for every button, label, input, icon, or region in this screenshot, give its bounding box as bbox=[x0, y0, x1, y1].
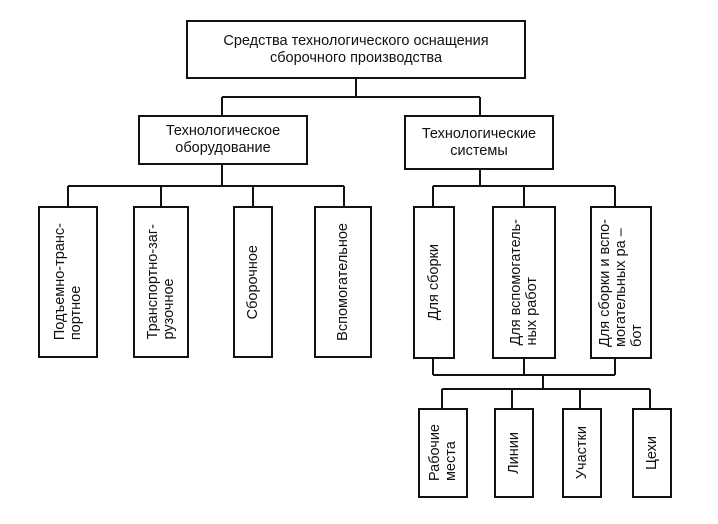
systems-box: Технологические системы bbox=[404, 115, 554, 170]
units-item-workplaces-line-1: Рабочие bbox=[427, 424, 443, 482]
units-item-sections-line-1: Участки bbox=[574, 426, 590, 480]
equipment-item-loading-line-2: рузочное bbox=[161, 278, 177, 340]
units-item-workshops: Цехи bbox=[632, 408, 672, 498]
root-line-2: сборочного производства bbox=[269, 49, 443, 66]
systems-item-auxiliary-works: Для вспомогатель- ных работ bbox=[492, 206, 556, 359]
equipment-item-lifting: Подъемно-транс- портное bbox=[38, 206, 98, 358]
equipment-item-auxiliary: Вспомогательное bbox=[314, 206, 372, 358]
systems-item-assembly-and-auxiliary-line-3: бот bbox=[629, 323, 645, 347]
root-box: Средства технологического оснащения сбор… bbox=[186, 20, 526, 79]
equipment-item-assembly-line-1: Сборочное bbox=[245, 244, 261, 320]
units-item-sections: Участки bbox=[562, 408, 602, 498]
equipment-item-loading: Транспортно-заг- рузочное bbox=[133, 206, 189, 358]
systems-item-auxiliary-works-line-1: Для вспомогатель- bbox=[508, 219, 524, 346]
systems-item-assembly-and-auxiliary-line-1: Для сборки и вспо- bbox=[597, 218, 613, 347]
equipment-item-lifting-line-2: портное bbox=[68, 286, 84, 341]
equipment-item-auxiliary-line-1: Вспомогательное bbox=[335, 223, 351, 341]
equipment-item-lifting-line-1: Подъемно-транс- bbox=[52, 223, 68, 341]
equipment-title-line-2: оборудование bbox=[175, 140, 271, 156]
units-item-workplaces: Рабочие места bbox=[418, 408, 468, 498]
units-item-workshops-line-1: Цехи bbox=[644, 436, 660, 470]
systems-item-assembly-line-1: Для сборки bbox=[426, 244, 442, 321]
equipment-item-loading-line-1: Транспортно-заг- bbox=[145, 224, 161, 340]
systems-item-assembly-and-auxiliary-line-2: могательных ра – bbox=[613, 227, 629, 347]
equipment-item-assembly: Сборочное bbox=[233, 206, 273, 358]
equipment-title-line-1: Технологическое bbox=[165, 123, 281, 139]
systems-title-line-2: системы bbox=[450, 142, 508, 159]
systems-item-auxiliary-works-line-2: ных работ bbox=[524, 277, 540, 346]
systems-item-assembly: Для сборки bbox=[413, 206, 455, 359]
units-item-lines: Линии bbox=[494, 408, 534, 498]
root-line-1: Средства технологического оснащения bbox=[223, 32, 489, 49]
systems-item-assembly-and-auxiliary: Для сборки и вспо- могательных ра – бот bbox=[590, 206, 652, 359]
units-item-lines-line-1: Линии bbox=[506, 432, 522, 474]
equipment-box: Технологическое оборудование bbox=[138, 115, 308, 165]
units-item-workplaces-line-2: места bbox=[443, 441, 459, 482]
systems-title-line-1: Технологические bbox=[421, 125, 537, 142]
